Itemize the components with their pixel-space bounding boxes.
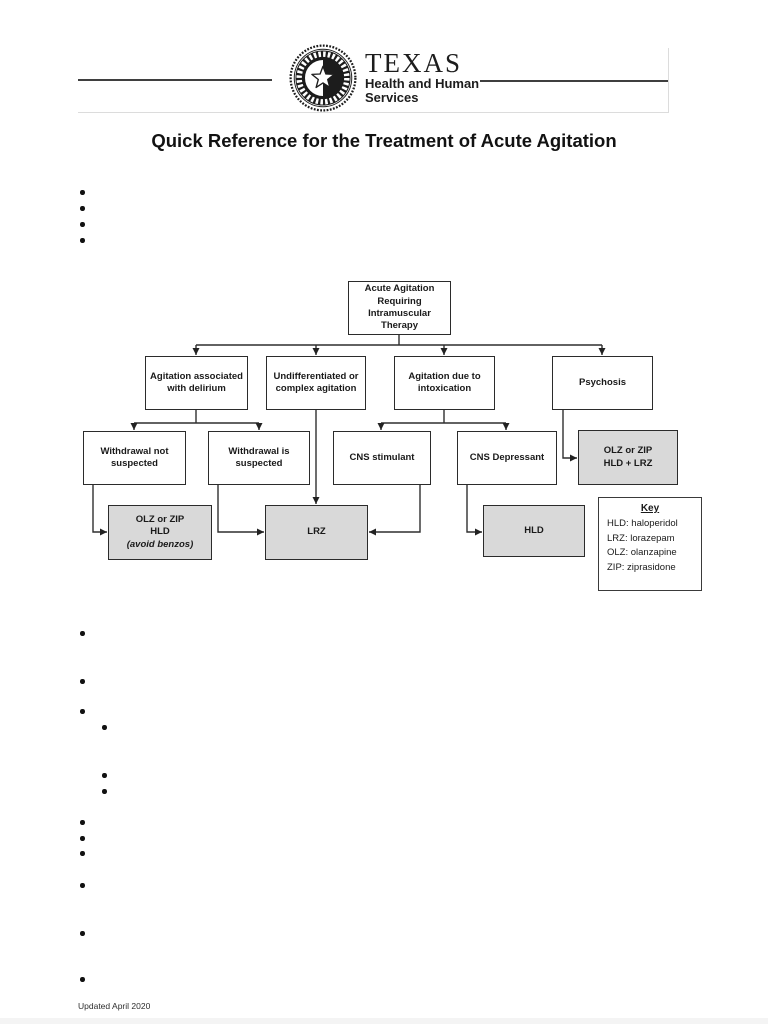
flowchart-node-root: Acute Agitation Requiring Intramuscular … (348, 281, 451, 335)
flowchart-node-withdrawal-not-suspected: Withdrawal not suspected (83, 431, 186, 485)
flowchart-node-undifferentiated: Undifferentiated or complex agitation (266, 356, 366, 410)
header-frame (78, 48, 669, 113)
flowchart-node-hld: HLD (483, 505, 585, 557)
page-title: Quick Reference for the Treatment of Acu… (151, 130, 617, 151)
flowchart-node-cns-depressant: CNS Depressant (457, 431, 557, 485)
sub-bullet-marker (102, 725, 107, 730)
logo-org-name: TEXAS (365, 48, 462, 78)
bullet-marker (80, 977, 85, 982)
flowchart-node-olz-zip-hld-lrz: OLZ or ZIP HLD + LRZ (578, 430, 678, 485)
sub-bullet-marker (102, 789, 107, 794)
treatment-caveat: (avoid benzos) (126, 538, 194, 550)
bullet-marker (80, 631, 85, 636)
treatment-line: HLD + LRZ (603, 457, 653, 469)
logo-dept-line2: Services (365, 90, 419, 106)
page-bottom-edge (0, 1018, 768, 1024)
flowchart-node-cns-stimulant: CNS stimulant (333, 431, 431, 485)
bullet-marker (80, 820, 85, 825)
flowchart-connectors (92, 335, 606, 536)
hhs-logo: TEXAS Health and Human Services (287, 42, 479, 114)
key-entry-olz: OLZ: olanzapine (607, 547, 677, 559)
header-rule-right (480, 80, 668, 82)
key-entry-lrz: LRZ: lorazepam (607, 532, 675, 544)
bullet-marker (80, 931, 85, 936)
bullet-marker (80, 206, 85, 211)
flowchart-node-intoxication: Agitation due to intoxication (394, 356, 495, 410)
bullet-marker (80, 238, 85, 243)
flowchart-node-lrz: LRZ (265, 505, 368, 560)
bullet-marker (80, 851, 85, 856)
footer-updated-date: Updated April 2020 (78, 1001, 151, 1011)
key-entry-zip: ZIP: ziprasidone (607, 562, 676, 574)
treatment-line: OLZ or ZIP (135, 513, 185, 525)
treatment-line: OLZ or ZIP (603, 445, 653, 457)
flowchart-node-psychosis: Psychosis (552, 356, 653, 410)
flowchart-node-olz-zip-hld-avoid-benzos: OLZ or ZIP HLD (avoid benzos) (108, 505, 212, 560)
logo-text: TEXAS Health and Human Services (365, 42, 479, 105)
bullet-marker (80, 222, 85, 227)
key-entry-hld: HLD: haloperidol (607, 518, 678, 529)
bullet-marker (80, 709, 85, 714)
flowchart-node-withdrawal-is-suspected: Withdrawal is suspected (208, 431, 310, 485)
flowchart-key: Key HLD: haloperidol LRZ: lorazepam OLZ:… (598, 497, 702, 591)
flowchart-node-delirium: Agitation associated with delirium (145, 356, 248, 410)
bullet-marker (80, 836, 85, 841)
bullet-marker (80, 190, 85, 195)
header-rule-left (78, 79, 272, 81)
bullet-marker (80, 883, 85, 888)
key-title: Key (640, 503, 660, 514)
sub-bullet-marker (102, 773, 107, 778)
texas-seal-icon (289, 44, 357, 112)
treatment-line: HLD (150, 526, 170, 538)
bullet-marker (80, 679, 85, 684)
logo-dept-line1: Health and Human (365, 76, 480, 91)
